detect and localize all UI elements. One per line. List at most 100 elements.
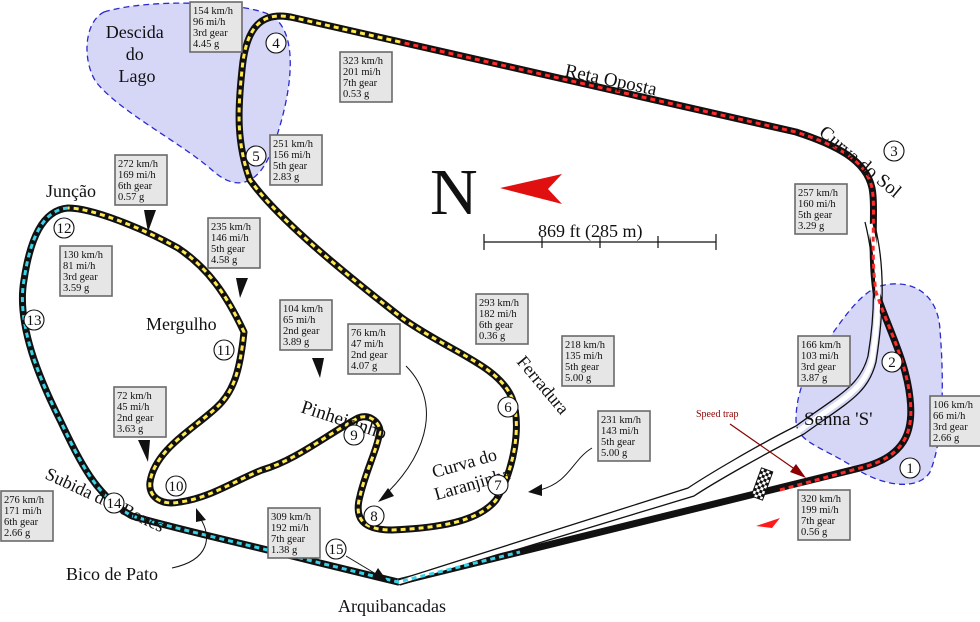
- stat-line: 146 mi/h: [211, 233, 249, 244]
- sector-2-yellow: [67, 14, 518, 532]
- corner-number: 14: [107, 496, 123, 512]
- stat-line: 66 mi/h: [933, 411, 966, 422]
- stat-line: 76 km/h: [351, 328, 386, 339]
- corner-3: 3: [883, 140, 905, 162]
- stat-line: 320 km/h: [801, 494, 842, 505]
- stat-line: 251 km/h: [273, 139, 314, 150]
- stat-line: 47 mi/h: [351, 339, 384, 350]
- corner-number: 8: [370, 509, 378, 525]
- stat-line: 156 mi/h: [273, 150, 311, 161]
- stat-box-frame: [114, 154, 168, 206]
- label-bico-de-pato: Bico de Pato: [66, 564, 158, 584]
- stat-line: 6th gear: [118, 181, 153, 192]
- stat-line: 2nd gear: [283, 326, 320, 337]
- corner-number: 12: [57, 221, 72, 237]
- corner-number: 3: [890, 144, 898, 160]
- pointer-t12-icon: [144, 210, 156, 232]
- stat-line: 3.87 g: [801, 373, 828, 384]
- corner-circle: [343, 424, 365, 446]
- corner-number: 6: [504, 400, 512, 416]
- stat-line: 293 km/h: [479, 298, 520, 309]
- corner-15: 15: [325, 538, 347, 560]
- direction-arrow-icon: [756, 518, 780, 528]
- stat-line: 160 mi/h: [798, 199, 836, 210]
- stat-line: 65 mi/h: [283, 315, 316, 326]
- stat-line: 5th gear: [211, 244, 246, 255]
- stat-line: 4.07 g: [351, 361, 378, 372]
- stat-line: 201 mi/h: [343, 67, 381, 78]
- arrow-t7-head-icon: [528, 484, 542, 496]
- arrow-bico-de-pato: [171, 517, 207, 569]
- label-arquibancadas: Arquibancadas: [338, 596, 446, 616]
- stat-line: 6th gear: [4, 517, 39, 528]
- stat-box-frame: [561, 335, 615, 387]
- stat-line: 103 mi/h: [801, 351, 839, 362]
- corner-number: 10: [169, 479, 184, 495]
- label-descida-do-lago: Descida do Lago: [106, 22, 168, 86]
- stat-line: 3.59 g: [63, 283, 90, 294]
- arrow-bico-de-pato-head-icon: [196, 508, 206, 522]
- corner-11: 11: [213, 339, 235, 361]
- sector-3-cyan: [20, 206, 521, 584]
- stat-box-frame: [929, 395, 980, 447]
- stat-line: 106 km/h: [933, 400, 974, 411]
- stat-line: 5th gear: [601, 437, 636, 448]
- stat-line: 231 km/h: [601, 415, 642, 426]
- stat-line: 7th gear: [343, 78, 378, 89]
- corner-number: 15: [329, 542, 344, 558]
- corner-circle: [487, 474, 509, 496]
- stat-line: 2nd gear: [117, 413, 154, 424]
- stat-box-frame: [207, 217, 261, 269]
- corner-circle: [325, 538, 347, 560]
- stat-line: 235 km/h: [211, 222, 252, 233]
- stat-line: 309 km/h: [271, 512, 312, 523]
- corner-1: 1: [899, 457, 921, 479]
- stat-line: 192 mi/h: [271, 523, 309, 534]
- label-senna-s: Senna 'S': [804, 409, 873, 430]
- speed-trap-arrow: [729, 423, 797, 471]
- stat-line: 2nd gear: [351, 350, 388, 361]
- corner-circle: [899, 457, 921, 479]
- corner-circle: [53, 217, 75, 239]
- pointer-t11-icon: [236, 278, 248, 298]
- stat-line: 5th gear: [273, 161, 308, 172]
- stat-line: 0.36 g: [479, 331, 506, 342]
- stat-line: 81 mi/h: [63, 261, 96, 272]
- start-finish-flag-icon: [750, 467, 774, 501]
- corner-number: 4: [272, 36, 280, 52]
- arrow-t15: [345, 555, 377, 575]
- corner-number: 2: [888, 355, 896, 371]
- stat-line: 130 km/h: [63, 250, 104, 261]
- corner-6: 6: [497, 396, 519, 418]
- stat-line: 72 km/h: [117, 391, 152, 402]
- stat-line: 5.00 g: [565, 373, 592, 384]
- arrow-t8-head-icon: [378, 488, 394, 502]
- sector-1-red: [399, 40, 913, 492]
- pit-lane: [397, 221, 874, 581]
- stat-line: 7th gear: [801, 516, 836, 527]
- corner-number: 13: [27, 313, 42, 329]
- stat-line: 1.38 g: [271, 545, 298, 556]
- stat-line: 3rd gear: [63, 272, 98, 283]
- stat-line: 323 km/h: [343, 56, 384, 67]
- corner-8: 8: [363, 505, 385, 527]
- stat-line: 135 mi/h: [565, 351, 603, 362]
- corner-2: 2: [881, 351, 903, 373]
- label-mergulho: Mergulho: [146, 314, 217, 334]
- stat-box-frame: [0, 490, 54, 542]
- corner-number: 9: [350, 428, 358, 444]
